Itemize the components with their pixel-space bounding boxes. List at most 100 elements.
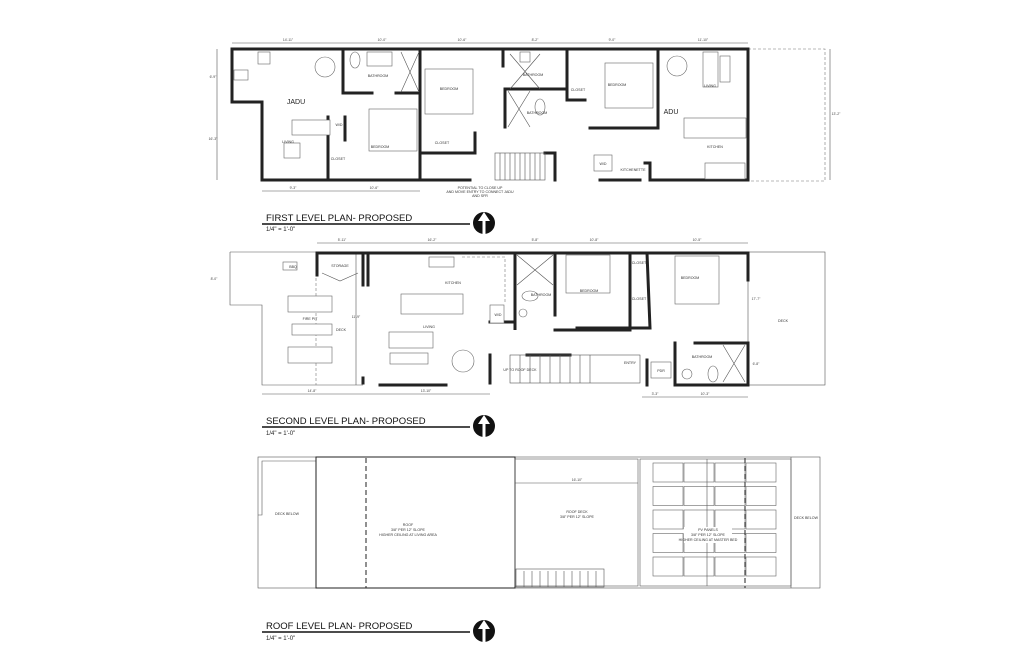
toilet-mid [534,98,546,116]
label-living: LIVING [423,325,435,329]
solar-panel [683,556,715,577]
deck-left-outline [229,251,363,386]
svg-text:AND MOVE ENTRY TO CONNECT JADU: AND MOVE ENTRY TO CONNECT JADU [446,190,514,194]
dining-table-jadu [314,56,336,78]
solar-panel [652,533,684,553]
svg-text:3/8" PER 12" SLOPE: 3/8" PER 12" SLOPE [560,515,595,519]
svg-text:AND SFR: AND SFR [472,194,488,198]
solar-panel [714,556,746,577]
svg-text:3/8" PER 12" SLOPE: 3/8" PER 12" SLOPE [691,533,726,537]
showers-mid [507,53,541,128]
svg-text:5'-11": 5'-11" [338,238,347,242]
label-bedroom-2: BEDROOM [681,276,700,280]
svg-text:16'-3": 16'-3" [209,137,218,141]
svg-text:10'-0": 10'-0" [378,38,387,42]
stairs-second [509,354,641,384]
roof-area [315,456,516,589]
svg-text:11'-9": 11'-9" [352,315,361,319]
label-storage: STORAGE [331,264,349,268]
solar-panel [745,533,777,553]
kitchen-island-adu [683,117,747,139]
coffee-table [389,352,429,365]
svg-text:HIGHER CEILING AT LIVING AREA: HIGHER CEILING AT LIVING AREA [379,533,437,537]
svg-text:3'-3": 3'-3" [652,392,660,396]
svg-text:3/8" PER 12" SLOPE: 3/8" PER 12" SLOPE [391,528,426,532]
solar-panel [652,509,684,530]
label-deck-below-right: DECK BELOW [794,516,819,520]
solar-panels [652,462,777,577]
svg-text:16'-2": 16'-2" [428,238,437,242]
pdr-box [650,361,672,379]
toilet-second-2 [707,365,719,383]
solar-panel [745,486,777,506]
solar-panel [683,486,715,506]
toilet [349,51,361,69]
svg-text:13'-2": 13'-2" [832,112,841,116]
svg-text:17'-7": 17'-7" [752,297,761,301]
svg-text:8'-2": 8'-2" [532,38,540,42]
bed-second-2 [674,255,720,305]
deck-right-outline [747,251,826,386]
label-bbq: BBQ [289,265,297,269]
svg-text:ROOF: ROOF [403,523,414,527]
label-fire-pit: FIRE PIT [303,317,319,321]
label-jadu: JADU [287,99,305,106]
bed-mid [424,68,474,115]
label-living-jadu: LIVING [282,140,294,144]
label-bathroom-1: BATHROOM [368,74,389,78]
svg-text:10'-3": 10'-3" [701,392,710,396]
bed-second-1 [565,254,611,294]
title-second: SECOND LEVEL PLAN- PROPOSED [266,416,426,427]
solar-panel [714,462,746,483]
sink-second-2 [681,368,693,380]
label-deck-left: DECK [336,328,347,332]
label-pdr: PDR [657,369,665,373]
wd-adu-box [593,154,613,172]
second-level-plan: BBQ STORAGE FIRE PIT DECK KITCHEN LIVING… [211,238,826,437]
label-closet-mid: CLOSET [435,141,450,145]
toilet-second [521,290,539,302]
svg-text:10'-8": 10'-8" [590,238,599,242]
title-roof: ROOF LEVEL PLAN- PROPOSED [266,621,413,632]
sofa-deck-2 [287,346,333,364]
label-entry: ENTRY [624,361,637,365]
svg-text:13'-10": 13'-10" [421,389,432,393]
shower-second-2 [722,344,746,383]
title-first: FIRST LEVEL PLAN- PROPOSED [266,213,412,224]
bed-adu [604,62,654,109]
range [428,256,455,268]
dining-table-adu [666,55,688,77]
dimensions-second: 5'-11" 16'-2" 5'-8" 10'-8" 10'-5" 14'-8"… [211,238,761,396]
svg-text:ROOF DECK: ROOF DECK [566,510,588,514]
sink-second [518,308,528,318]
solar-panel [714,509,746,530]
label-wd: W/D [495,313,502,317]
svg-text:HIGHER CEILING AT MASTER BED: HIGHER CEILING AT MASTER BED [679,538,738,542]
svg-text:6'-8": 6'-8" [753,362,761,366]
sofa-living [388,331,434,349]
north-arrow-icon [473,212,495,234]
scale-roof: 1/4" = 1'-0" [266,636,295,642]
exterior-walls [230,47,750,182]
svg-text:5'-8": 5'-8" [532,238,540,242]
svg-text:9'-0": 9'-0" [609,38,617,42]
scale-second: 1/4" = 1'-0" [266,431,295,437]
fire-pit [291,323,333,336]
label-closet-1: CLOSET [632,261,647,265]
vanity-mid [519,51,531,63]
roof-outline [257,456,821,589]
svg-text:11'-10": 11'-10" [698,38,709,42]
label-deck-below-left: DECK BELOW [275,512,300,516]
solar-panel [745,509,777,530]
dimensions-first: 14'-11" 10'-0" 10'-6" 8'-2" 9'-0" 11'-10… [209,38,841,190]
bbq [282,261,298,271]
svg-text:6'-9": 6'-9" [210,75,218,79]
svg-text:14'-11": 14'-11" [283,38,294,42]
rear-yard-outline [747,48,826,182]
svg-text:8'-0": 8'-0" [211,277,219,281]
cooktop [257,51,271,65]
note-first: POTENTIAL TO CLOSE UP AND MOVE ENTRY TO … [446,186,514,198]
label-bathroom-2: BATHROOM [523,73,544,77]
kitchen-island [400,293,464,315]
